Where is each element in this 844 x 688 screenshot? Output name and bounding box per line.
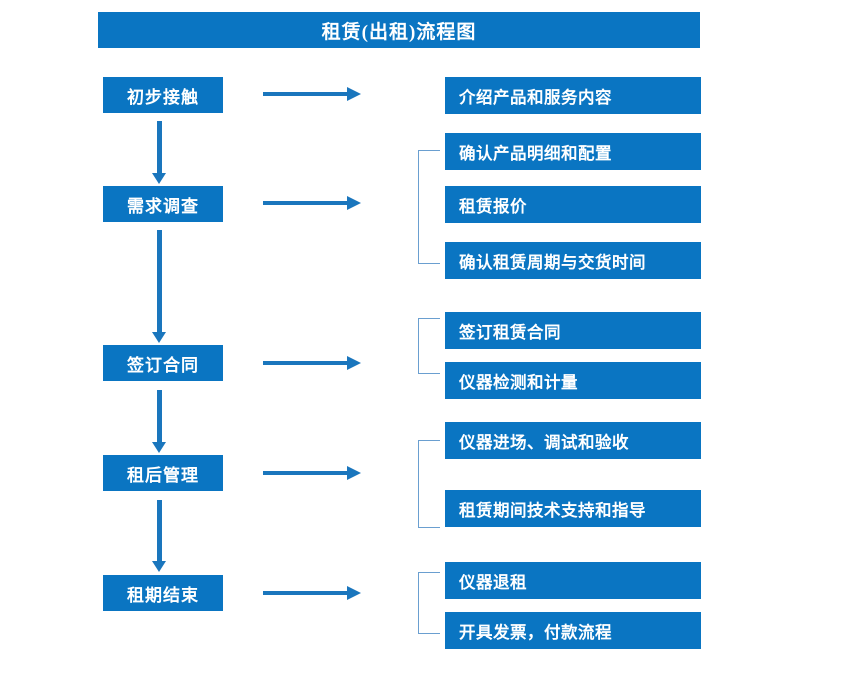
arrow-shaft: [157, 500, 162, 561]
arrow-head: [347, 586, 361, 600]
arrow-shaft: [263, 591, 348, 595]
task-box-5[interactable]: 签订租赁合同: [445, 312, 701, 349]
down-arrow-stage3-stage4: [152, 390, 166, 453]
arrow-head: [152, 332, 166, 343]
group-bracket-stage3: [418, 318, 440, 374]
arrow-head: [347, 356, 361, 370]
arrow-head: [347, 466, 361, 480]
arrow-shaft: [157, 121, 162, 173]
down-arrow-stage1-stage2: [152, 121, 166, 184]
group-bracket-stage4: [418, 440, 440, 528]
group-bracket-stage5: [418, 572, 440, 634]
right-arrow-stage2: [263, 196, 361, 210]
task-box-7[interactable]: 仪器进场、调试和验收: [445, 422, 701, 459]
arrow-head: [347, 196, 361, 210]
right-arrow-stage5: [263, 586, 361, 600]
stage-box-4[interactable]: 租后管理: [103, 455, 223, 491]
arrow-shaft: [263, 92, 348, 96]
group-bracket-stage2: [418, 150, 440, 264]
arrow-head: [347, 87, 361, 101]
right-arrow-stage4: [263, 466, 361, 480]
arrow-shaft: [157, 390, 162, 442]
arrow-shaft: [263, 361, 348, 365]
task-box-2[interactable]: 确认产品明细和配置: [445, 133, 701, 170]
stage-box-5[interactable]: 租期结束: [103, 575, 223, 611]
arrow-head: [152, 173, 166, 184]
down-arrow-stage4-stage5: [152, 500, 166, 572]
arrow-shaft: [157, 230, 162, 332]
stage-box-3[interactable]: 签订合同: [103, 345, 223, 381]
arrow-head: [152, 561, 166, 572]
down-arrow-stage2-stage3: [152, 230, 166, 343]
arrow-shaft: [263, 471, 348, 475]
task-box-10[interactable]: 开具发票，付款流程: [445, 612, 701, 649]
task-box-9[interactable]: 仪器退租: [445, 562, 701, 599]
stage-box-2[interactable]: 需求调查: [103, 186, 223, 222]
task-box-8[interactable]: 租赁期间技术支持和指导: [445, 490, 701, 527]
right-arrow-stage1: [263, 87, 361, 101]
page-title: 租赁(出租)流程图: [98, 12, 700, 48]
task-box-6[interactable]: 仪器检测和计量: [445, 362, 701, 399]
task-box-3[interactable]: 租赁报价: [445, 186, 701, 223]
task-box-4[interactable]: 确认租赁周期与交货时间: [445, 242, 701, 279]
arrow-shaft: [263, 201, 348, 205]
arrow-head: [152, 442, 166, 453]
stage-box-1[interactable]: 初步接触: [103, 77, 223, 113]
task-box-1[interactable]: 介绍产品和服务内容: [445, 77, 701, 114]
right-arrow-stage3: [263, 356, 361, 370]
